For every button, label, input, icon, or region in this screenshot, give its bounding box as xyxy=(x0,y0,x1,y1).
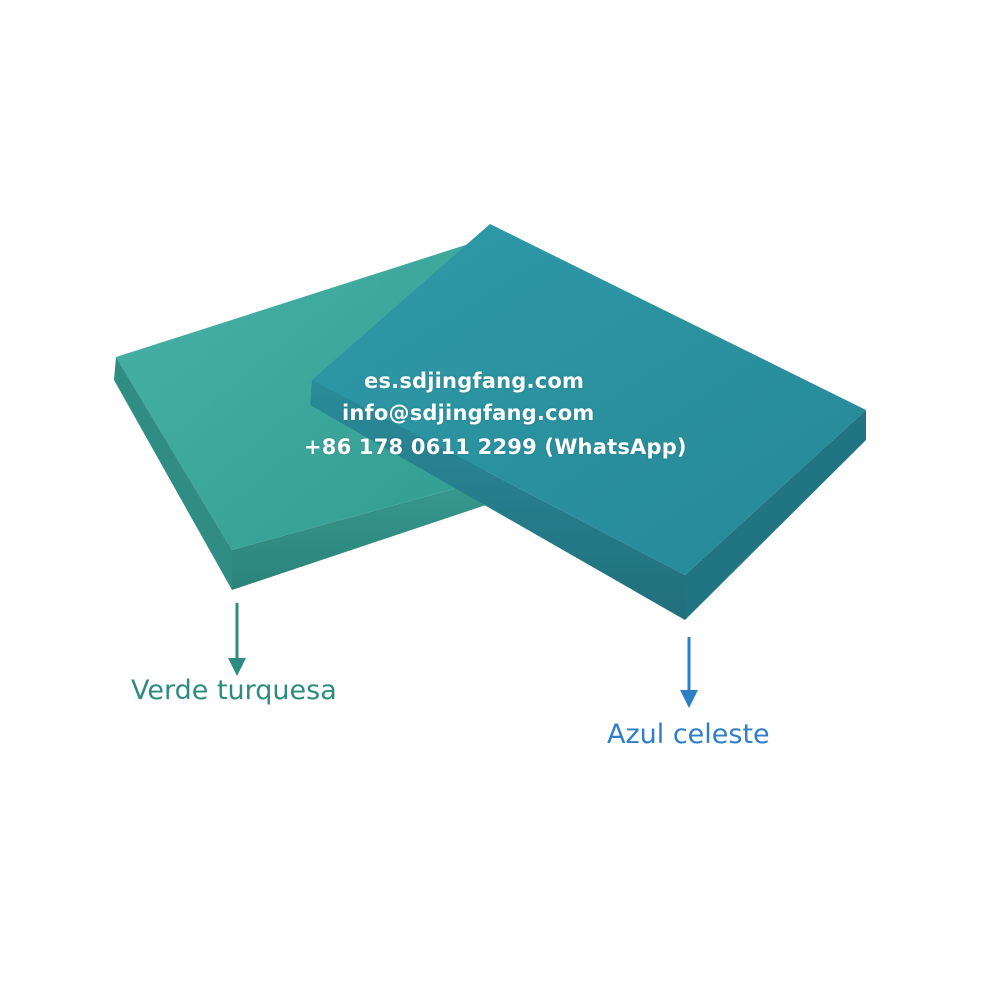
watermark-email: info@sdjingfang.com xyxy=(342,401,595,425)
blue-board xyxy=(310,224,866,620)
label-azul-celeste: Azul celeste xyxy=(607,719,770,750)
watermark-website: es.sdjingfang.com xyxy=(364,369,585,393)
green-arrow xyxy=(228,603,246,676)
green-board-front-edge xyxy=(232,480,486,590)
label-verde-turquesa: Verde turquesa xyxy=(131,675,337,706)
green-board-left-edge xyxy=(114,357,232,590)
watermark-phone: +86 178 0611 2299 (WhatsApp) xyxy=(304,435,687,459)
blue-board-top xyxy=(312,224,866,575)
blue-arrow xyxy=(680,637,698,708)
blue-board-right-edge xyxy=(685,410,866,620)
blue-board-left-edge xyxy=(310,380,685,620)
